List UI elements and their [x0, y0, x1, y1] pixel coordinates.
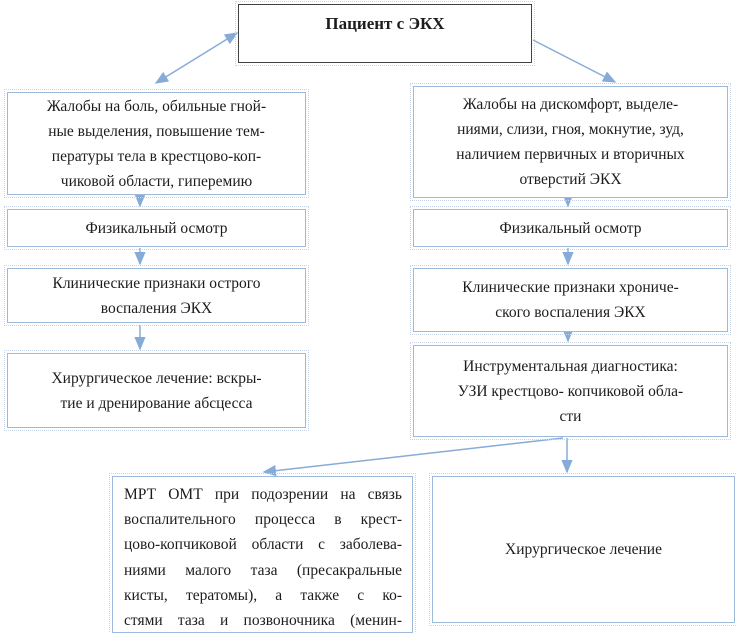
left-surgical-treatment-box: Хирургическое лечение: вскры- тие и дрен…	[4, 350, 309, 431]
right-clinical-signs-box: Клинические признаки хрониче- ского восп…	[410, 265, 731, 335]
right-physical-exam-box: Физикальный осмотр	[410, 206, 731, 250]
instrumental-diagnostics-box: Инструментальная диагностика: УЗИ крестц…	[410, 342, 731, 440]
left-physical-exam-box: Физикальный осмотр	[4, 206, 309, 250]
arrow-title-to-left-complaints	[154, 32, 239, 84]
arrow-diagnostics-to-mrt	[262, 437, 564, 477]
left-complaints-box: Жалобы на боль, обильные гной- ные выдел…	[4, 89, 309, 198]
arrow-title-to-right-complaints	[532, 39, 617, 83]
title-box: Пациент с ЭКХ	[235, 1, 535, 66]
surgical-treatment-box: Хирургическое лечение	[429, 473, 737, 626]
right-complaints-box: Жалобы на дискомфорт, выделе- ниями, сли…	[410, 83, 731, 201]
left-clinical-signs-box: Клинические признаки острого воспаления …	[4, 265, 309, 326]
mrt-box: МРТ ОМТ при подозрении на связь воспалит…	[109, 473, 416, 633]
